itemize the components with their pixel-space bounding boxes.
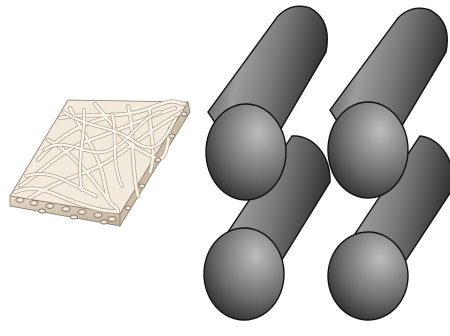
- fiber-mat-illustration: [10, 100, 190, 226]
- cylinder-end-cap: [328, 102, 408, 198]
- cylinder-array: [204, 6, 450, 320]
- cylinder-end-cap: [206, 104, 286, 200]
- cylinder-end-cap: [204, 228, 284, 320]
- cylinder-end-cap: [328, 232, 408, 320]
